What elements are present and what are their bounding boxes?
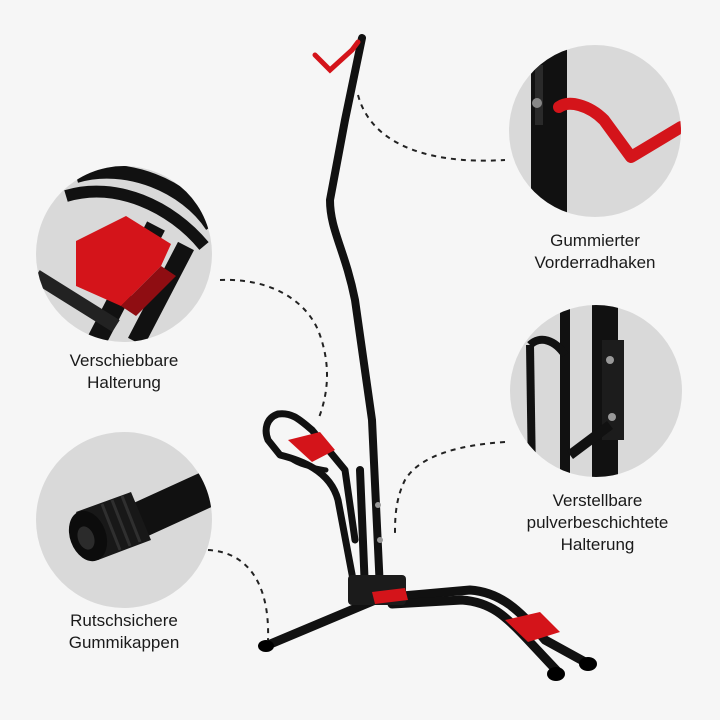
bolt	[375, 502, 381, 508]
caption-adjustable-line-1: Verstellbare	[552, 491, 643, 510]
end-cap-left	[258, 640, 274, 652]
detail-circle-hook	[509, 45, 681, 217]
caption-adjustable-line-3: Halterung	[560, 535, 635, 554]
detail-circle-caps	[36, 432, 212, 608]
base-red	[372, 588, 408, 604]
caption-hook-line-1: Gummierter	[550, 231, 640, 250]
callout-adjustable	[394, 441, 506, 536]
caption-slider-line-2: Halterung	[87, 373, 161, 392]
caption-adjustable-line-2: pulverbeschichtete	[526, 513, 669, 532]
adjustable-detail-image	[526, 305, 624, 477]
end-cap-front-2	[579, 657, 597, 671]
caption-caps-line-2: Gummikappen	[68, 633, 180, 652]
bolt	[377, 537, 383, 543]
caption-caps-line-1: Rutschsichere	[70, 611, 178, 630]
caption-caps: Rutschsichere Gummikappen	[24, 610, 224, 654]
hook-detail-image	[531, 45, 681, 217]
slider-red	[288, 432, 335, 462]
callout-lines	[207, 94, 506, 641]
front-red	[505, 612, 560, 642]
caption-hook: Gummierter Vorderradhaken	[505, 230, 685, 274]
callout-hook	[357, 94, 506, 162]
caption-slider: Verschiebbare Halterung	[24, 350, 224, 394]
caps-detail-image	[68, 470, 212, 562]
detail-circle-slider	[36, 166, 212, 342]
callout-slider	[219, 278, 328, 421]
callout-caps	[207, 549, 270, 641]
caption-slider-line-1: Verschiebbare	[69, 351, 179, 370]
top-hook-red	[312, 39, 361, 74]
slider-detail-image	[36, 166, 212, 342]
detail-circle-adjustable	[510, 305, 682, 477]
caption-adjustable: Verstellbare pulverbeschichtete Halterun…	[495, 490, 700, 556]
caption-hook-line-2: Vorderradhaken	[534, 253, 656, 272]
end-cap-front-1	[547, 667, 565, 681]
